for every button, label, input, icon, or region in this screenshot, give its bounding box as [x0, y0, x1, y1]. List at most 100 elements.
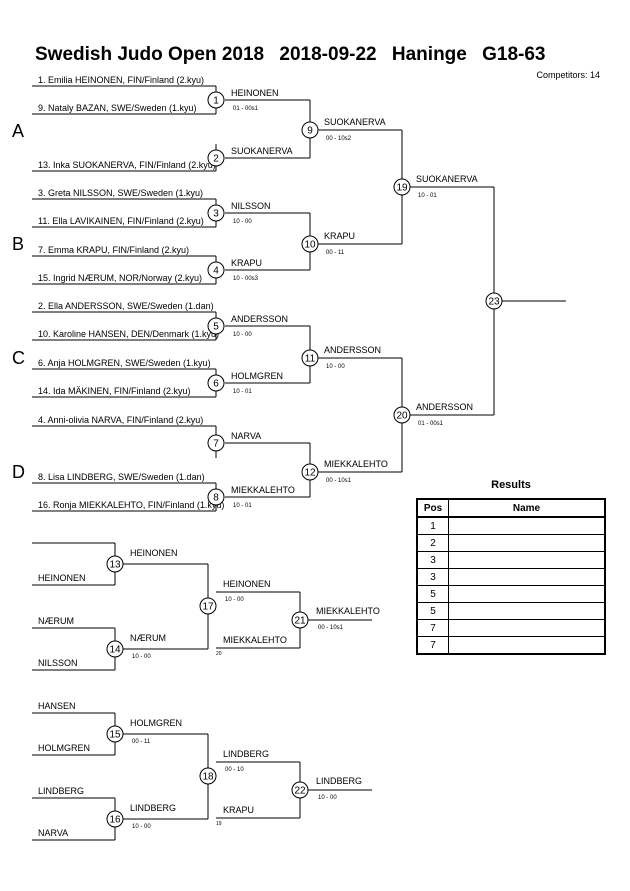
results-row: 3	[416, 551, 606, 569]
results-name	[448, 516, 606, 535]
match-winner: NARVA	[231, 431, 261, 441]
match-score: 10 - 00	[132, 824, 151, 830]
match-score: 10 - 00	[225, 597, 244, 603]
match-circle	[199, 597, 217, 615]
match-score: 01 - 00s1	[418, 421, 444, 427]
results-pos: 5	[416, 585, 449, 603]
results-name	[448, 551, 606, 569]
match-winner: HEINONEN	[231, 88, 279, 98]
match-score: 10 - 00	[326, 364, 345, 370]
event-location: Haninge	[391, 44, 467, 65]
competitor-entry: 15. Ingrid NÆRUM, NOR/Norway (2.kyu)	[38, 273, 202, 283]
results-pos: 1	[416, 516, 449, 535]
competitor-entry: 2. Ella ANDERSSON, SWE/Sweden (1.dan)	[38, 301, 214, 311]
match-number: 5	[213, 322, 219, 333]
match-winner: HOLMGREN	[231, 371, 283, 381]
event-name: Swedish Judo Open 2018	[35, 44, 265, 65]
results-row: 7	[416, 619, 606, 637]
match-number: 4	[213, 266, 219, 277]
match-number: 7	[213, 439, 219, 450]
match-winner: NILSSON	[231, 201, 271, 211]
match-note: 19	[216, 821, 222, 827]
match-number: 23	[488, 297, 500, 308]
match-winner: KRAPU	[231, 258, 262, 268]
match-score: 10 - 01	[418, 193, 437, 199]
results-name-header: Name	[448, 498, 606, 518]
competitor-entry: 6. Anja HOLMGREN, SWE/Sweden (1.kyu)	[38, 358, 211, 368]
weight-category: G18-63	[482, 44, 546, 65]
match-score: 10 - 00s3	[233, 276, 259, 282]
match-number: 14	[109, 645, 121, 656]
match-winner: ANDERSSON	[324, 345, 381, 355]
match-winner: LINDBERG	[316, 776, 362, 786]
match-score: 10 - 00	[318, 795, 337, 801]
results-title: Results	[491, 479, 531, 491]
match-winner: HEINONEN	[130, 548, 178, 558]
match-score: 00 - 10s1	[318, 625, 344, 631]
match-circle	[207, 149, 225, 167]
competitor-entry: 3. Greta NILSSON, SWE/Sweden (1.kyu)	[38, 188, 203, 198]
competitor-count: Competitors: 14	[536, 70, 600, 80]
page-title: Swedish Judo Open 2018 2018-09-22 Haning…	[35, 44, 556, 66]
match-number: 9	[307, 126, 313, 137]
match-number: 21	[294, 616, 306, 627]
competitor-entry: 1. Emilia HEINONEN, FIN/Finland (2.kyu)	[38, 75, 204, 85]
match-number: 11	[305, 354, 316, 365]
match-score: 00 - 10s2	[326, 136, 352, 142]
results-row: 1	[416, 516, 606, 535]
match-number: 10	[304, 240, 316, 251]
match-winner: ANDERSSON	[416, 402, 473, 412]
match-note: 20	[216, 651, 222, 657]
match-score: 01 - 00s1	[233, 106, 259, 112]
match-score: 10 - 00	[132, 654, 151, 660]
match-circle	[207, 488, 225, 506]
match-score: 10 - 00	[233, 332, 252, 338]
pool-label: A	[12, 121, 24, 141]
competitor-entry: 11. Ella LAVIKAINEN, FIN/Finland (2.kyu)	[38, 216, 204, 226]
repechage-entry: NÆRUM	[38, 616, 74, 626]
match-number: 3	[213, 209, 219, 220]
match-number: 6	[213, 379, 219, 390]
competitor-entry: 8. Lisa LINDBERG, SWE/Sweden (1.dan)	[38, 472, 205, 482]
match-opponent: KRAPU	[223, 805, 254, 815]
results-pos: 2	[416, 534, 449, 552]
results-name	[448, 619, 606, 637]
match-score: 00 - 11	[132, 739, 151, 745]
match-circle	[199, 767, 217, 785]
match-winner: LINDBERG	[223, 749, 269, 759]
results-pos: 5	[416, 602, 449, 620]
results-row: 3	[416, 568, 606, 586]
match-winner: ANDERSSON	[231, 314, 288, 324]
match-circle	[207, 261, 225, 279]
results-pos: 7	[416, 636, 449, 655]
pool-label: B	[12, 234, 24, 254]
match-number: 12	[304, 468, 316, 479]
pool-label: C	[12, 348, 25, 368]
results-row: 7	[416, 636, 606, 655]
match-score: 00 - 11	[326, 250, 345, 256]
match-circle	[207, 91, 225, 109]
results-row: 2	[416, 534, 606, 552]
match-winner: HEINONEN	[223, 579, 271, 589]
match-winner: KRAPU	[324, 231, 355, 241]
competitor-entry: 7. Emma KRAPU, FIN/Finland (2.kyu)	[38, 245, 189, 255]
match-number: 2	[213, 154, 219, 165]
match-number: 15	[109, 730, 121, 741]
match-winner: SUOKANERVA	[324, 117, 386, 127]
results-name	[448, 602, 606, 620]
match-winner: HOLMGREN	[130, 718, 182, 728]
results-pos-header: Pos	[416, 498, 449, 518]
match-number: 22	[294, 786, 306, 797]
results-pos: 7	[416, 619, 449, 637]
match-circle	[207, 204, 225, 222]
match-number: 8	[213, 493, 219, 504]
repechage-entry: LINDBERG	[38, 786, 84, 796]
repechage-entry: NILSSON	[38, 658, 78, 668]
results-name	[448, 534, 606, 552]
match-circle	[207, 374, 225, 392]
competitor-entry: 4. Anni-olivia NARVA, FIN/Finland (2.kyu…	[38, 415, 203, 425]
match-winner: LINDBERG	[130, 803, 176, 813]
repechage-entry: HOLMGREN	[38, 743, 90, 753]
